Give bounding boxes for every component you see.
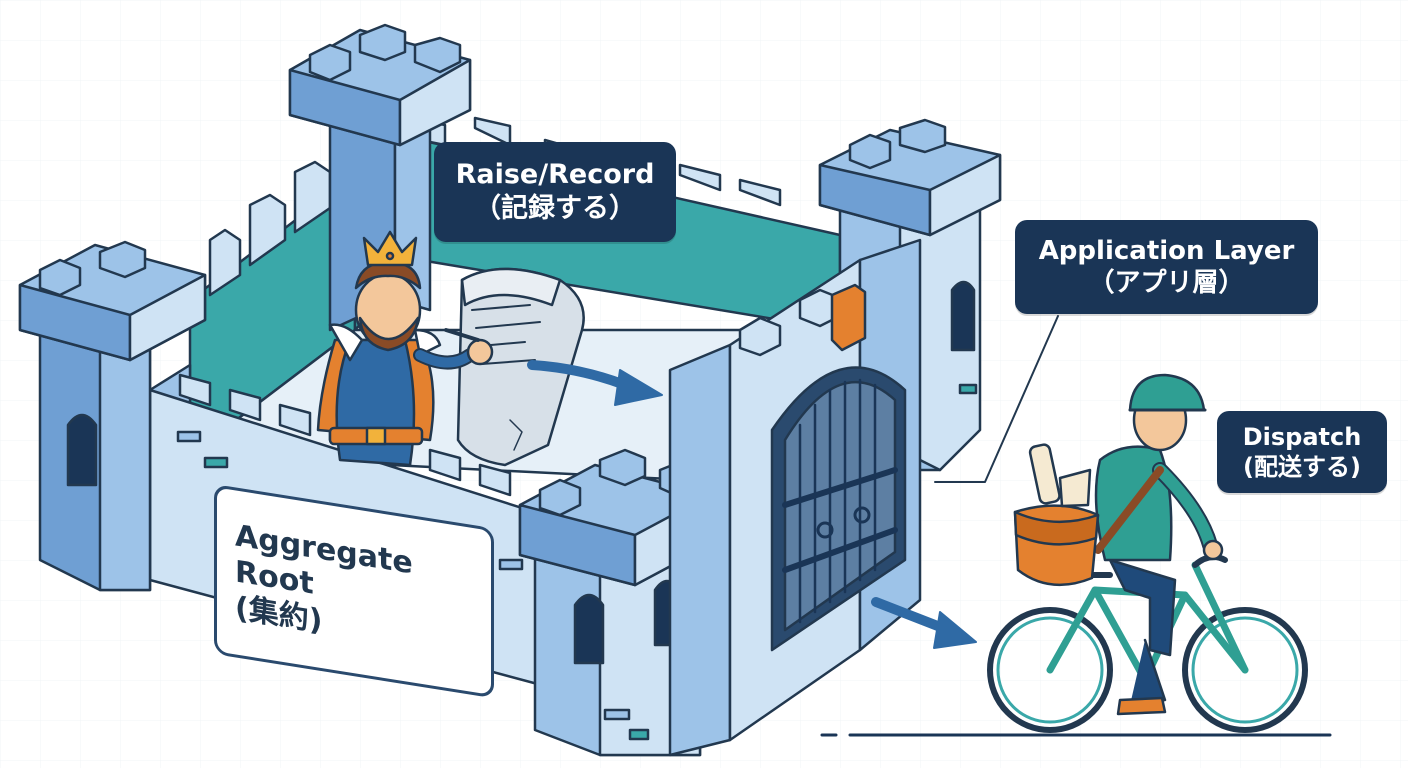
stone-tablet-icon <box>456 267 585 467</box>
tower-front-left <box>18 240 207 592</box>
tower-back-left <box>288 23 472 332</box>
king-icon <box>316 230 494 467</box>
arrow-icon <box>871 597 977 649</box>
label-raise-ja: （記録する） <box>474 193 636 224</box>
gate-wall <box>668 238 922 757</box>
courier-icon <box>1013 373 1224 716</box>
crown-icon <box>362 230 418 267</box>
arrow-icon <box>527 360 663 406</box>
label-dispatch: Dispatch (配送する) <box>1217 411 1387 493</box>
label-raise-record: Raise/Record （記録する） <box>434 142 676 242</box>
label-application-layer: Application Layer （アプリ層） <box>1015 220 1318 314</box>
label-dispatch-ja: (配送する) <box>1243 453 1361 481</box>
label-dispatch-en: Dispatch <box>1242 423 1362 451</box>
label-app-en: Application Layer <box>1038 235 1295 266</box>
label-app-ja: （アプリ層） <box>1088 268 1245 298</box>
gate-icon <box>770 366 907 652</box>
label-raise-en: Raise/Record <box>455 159 655 191</box>
